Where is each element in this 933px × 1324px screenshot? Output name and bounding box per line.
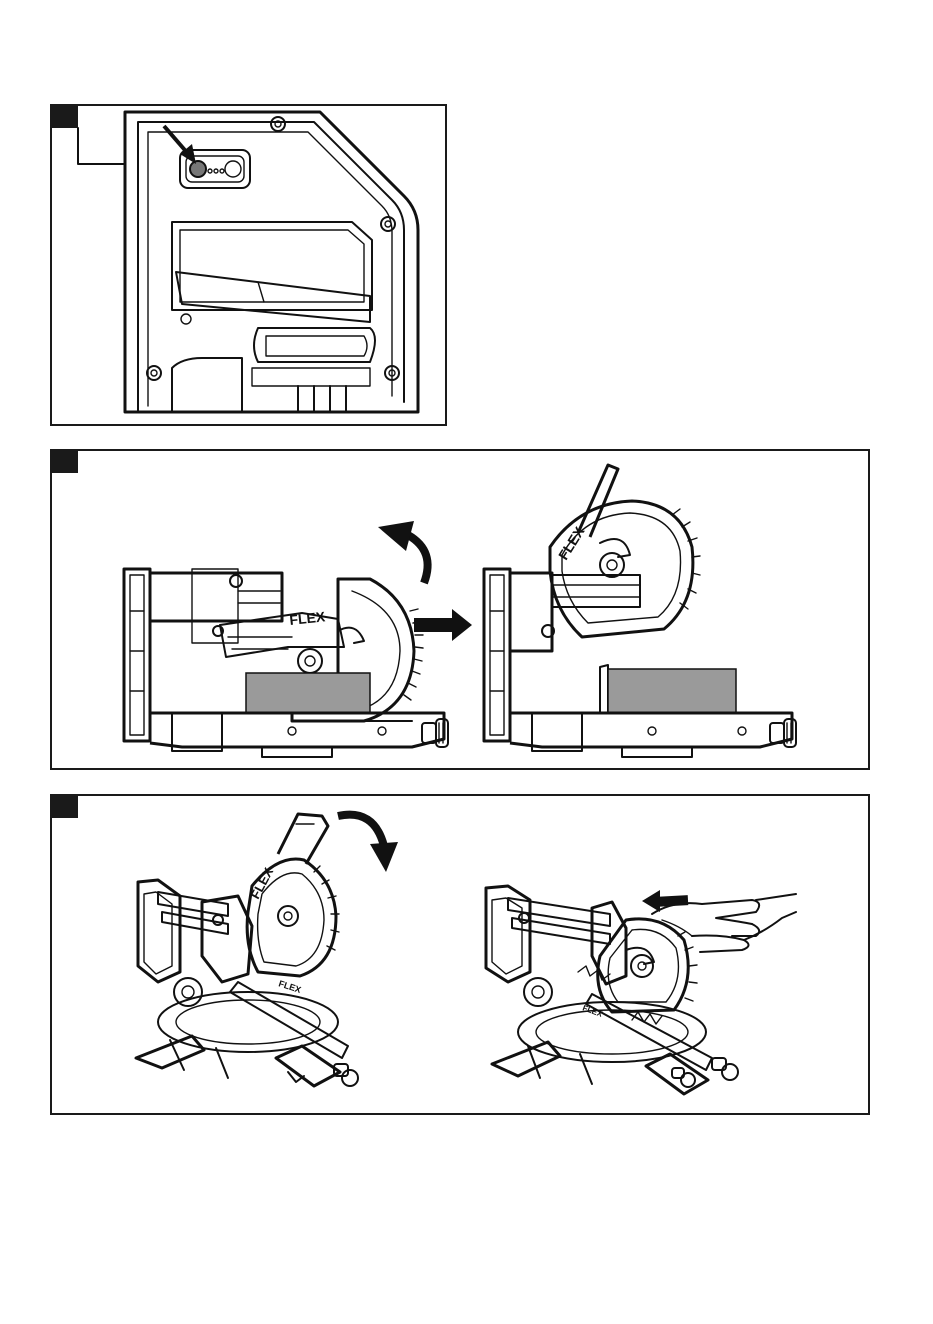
workpiece-right — [608, 669, 736, 713]
curved-arrow-up-icon — [378, 521, 428, 583]
saw-motor-housing-closeup — [52, 106, 445, 424]
figure-panel-2: FLEX — [50, 449, 870, 770]
saw-perspective-cutting: FLEX — [486, 886, 796, 1094]
right-arrow-icon — [414, 609, 472, 641]
saw-perspective-lowering: FLEX FLEX — [136, 814, 358, 1086]
miter-saw-operation-sequence: FLEX FLEX — [52, 796, 868, 1113]
saw-locked-down: FLEX — [124, 569, 448, 757]
curved-arrow-down-icon — [338, 815, 398, 872]
brand-label-table: FLEX — [277, 978, 302, 995]
brand-label-table-right: FLEX — [581, 1003, 604, 1019]
saw-raised: FLEX — [484, 465, 796, 757]
workpiece-left — [246, 673, 370, 713]
brand-label-left: FLEX — [289, 608, 327, 628]
figure-panel-3: FLEX FLEX — [50, 794, 870, 1115]
left-arrow-icon — [642, 890, 688, 912]
miter-saw-lock-sequence: FLEX — [52, 451, 868, 768]
figure-panel-1 — [50, 104, 447, 426]
